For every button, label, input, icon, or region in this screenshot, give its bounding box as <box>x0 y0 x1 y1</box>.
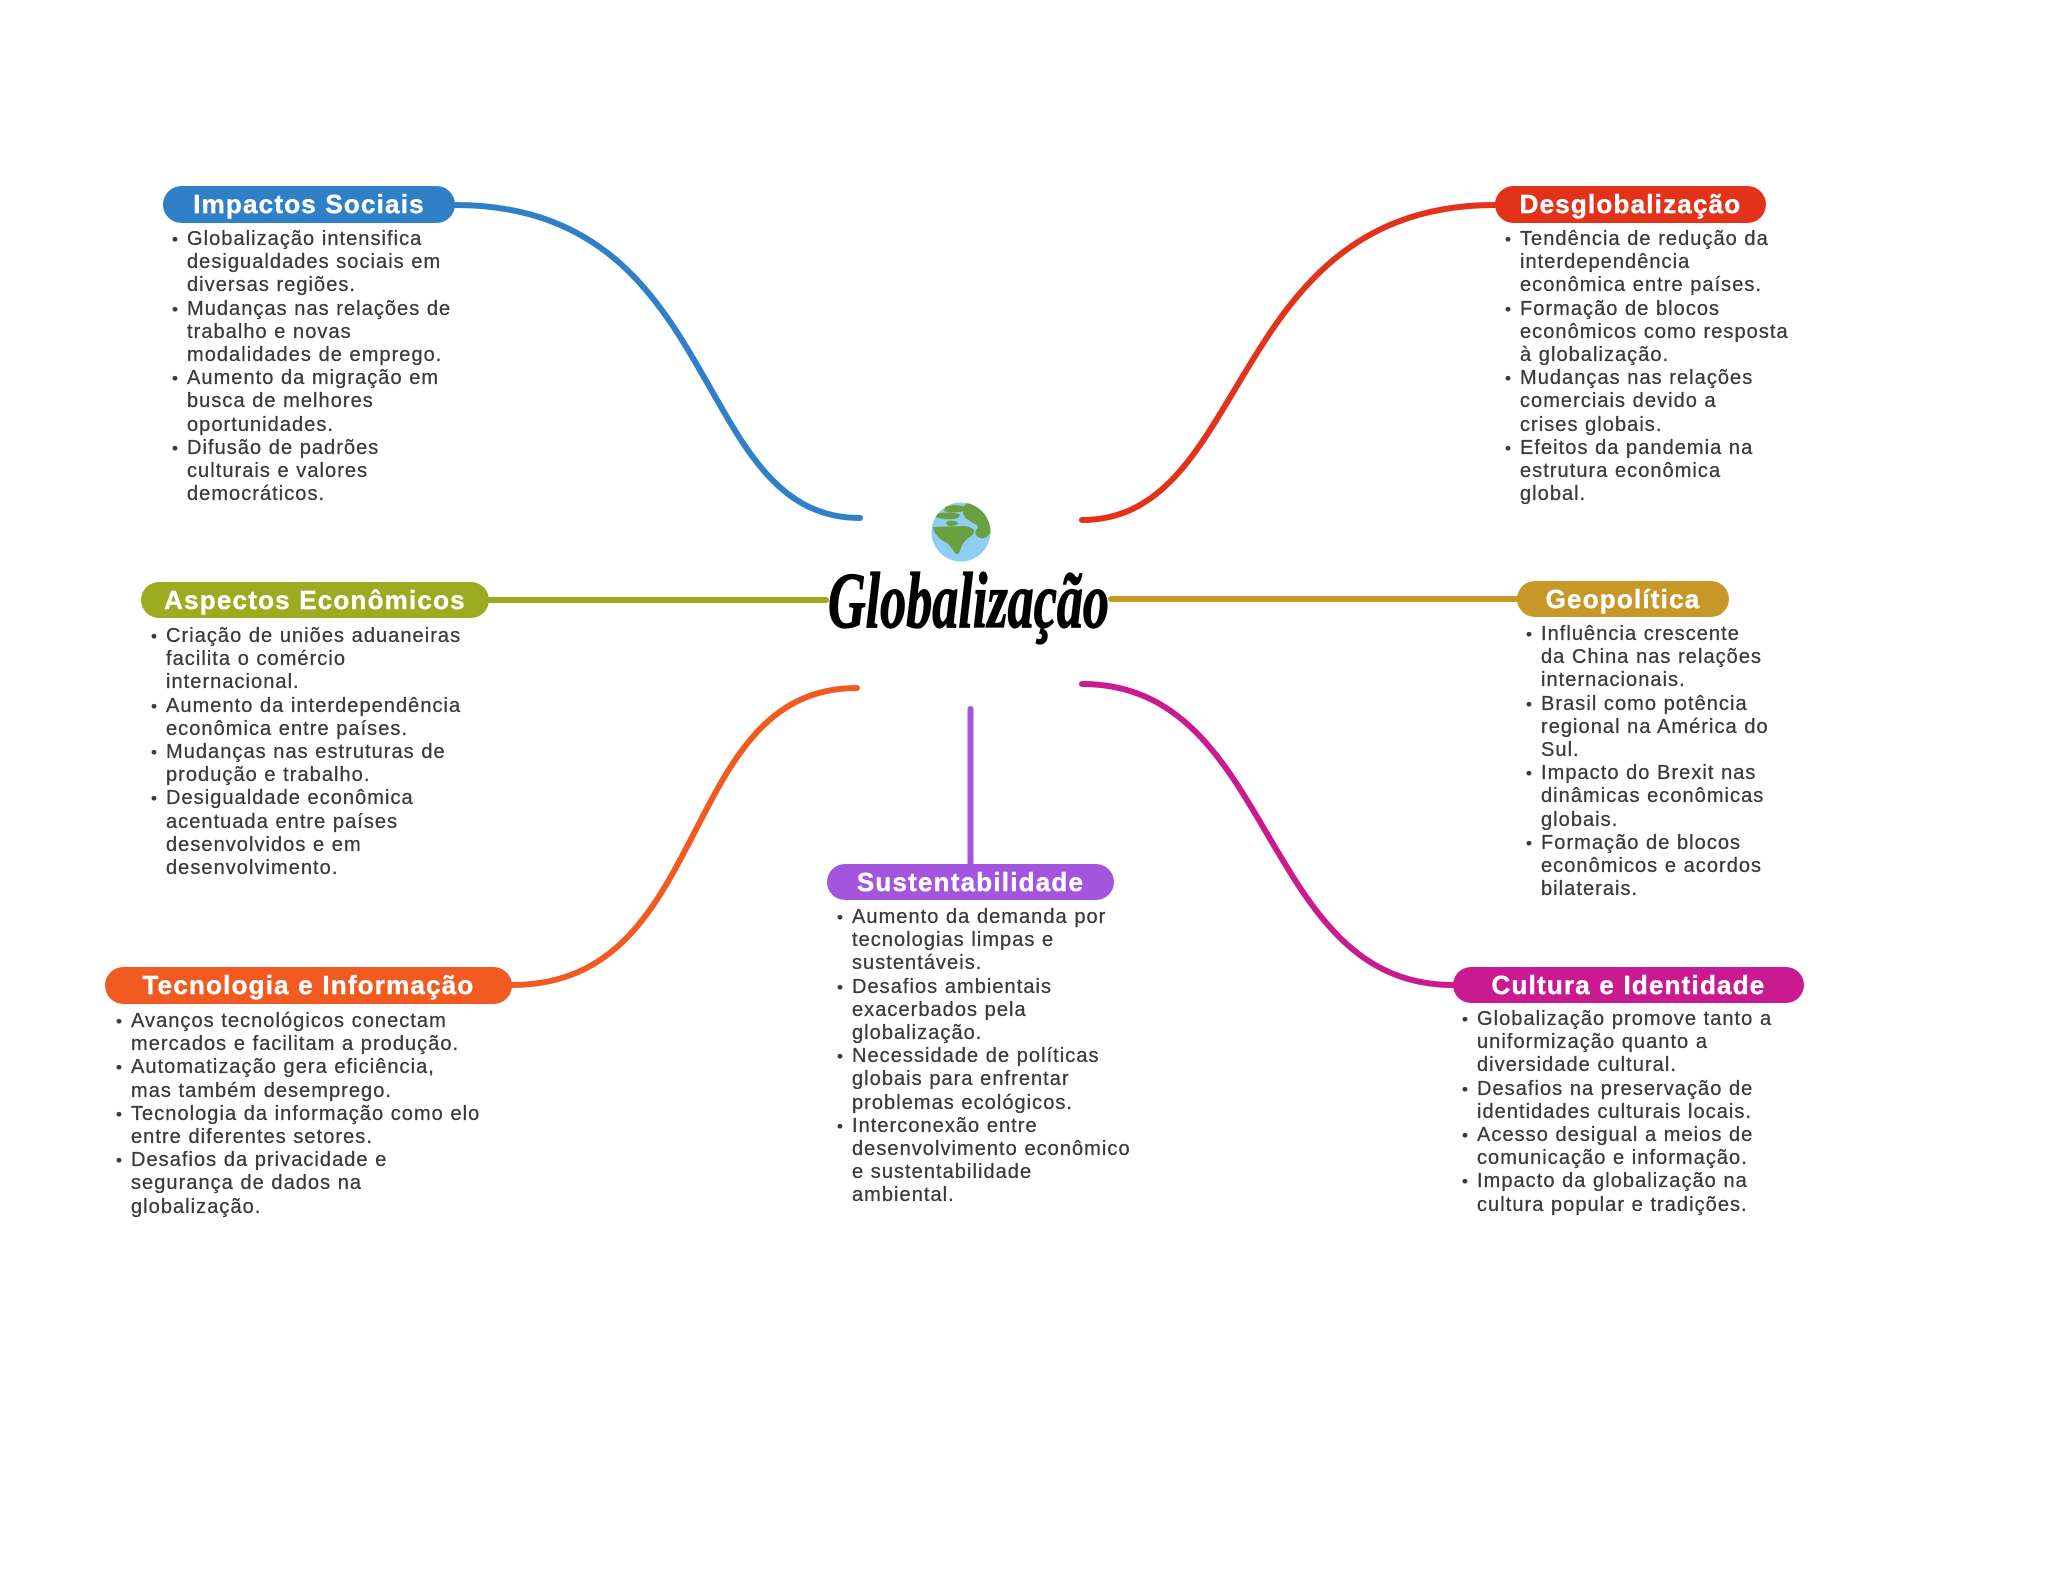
svg-text:Globalização: Globalização <box>828 558 1109 645</box>
